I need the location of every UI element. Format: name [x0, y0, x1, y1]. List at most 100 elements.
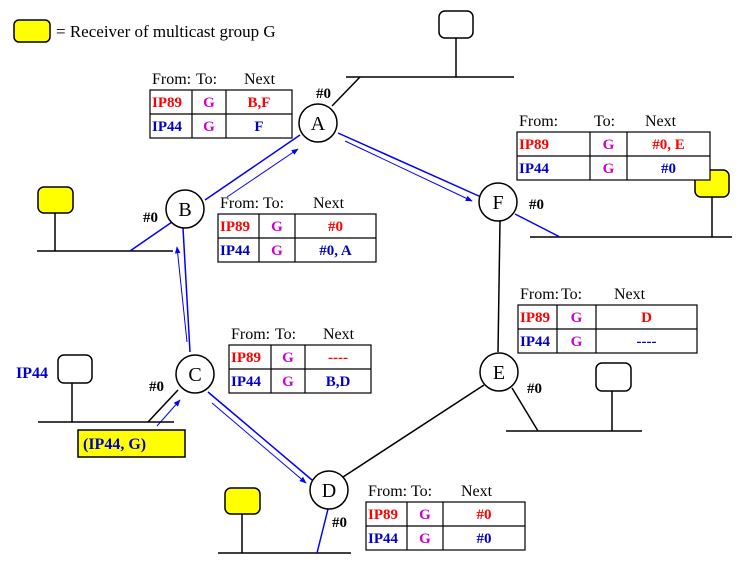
- table-C-row-1-to: G: [282, 374, 294, 390]
- table-C-row-0-to: G: [282, 350, 294, 366]
- table-A-header-from: From:: [152, 71, 191, 88]
- iface-C: #0: [149, 379, 164, 395]
- router-C-label: C: [188, 364, 201, 386]
- flow-arrow-B-A: [226, 148, 299, 198]
- table-D-row-0-next: #0: [477, 507, 492, 523]
- table-F-row-1-from: IP44: [519, 161, 550, 177]
- iface-F: #0: [529, 197, 544, 213]
- table-F-row-1-to: G: [603, 161, 615, 177]
- table-D-header-from: From:: [368, 483, 407, 500]
- table-C-header-from: From:: [231, 326, 270, 343]
- table-C-row-0-from: IP89: [231, 350, 261, 366]
- host-B-receiver: [37, 186, 74, 214]
- link-A-segment: [331, 76, 361, 107]
- table-F-row-1-next: #0: [661, 161, 676, 177]
- host-C-label: IP44: [16, 365, 48, 382]
- link-F-segment: [514, 213, 561, 238]
- table-A-row-1-next: F: [254, 119, 263, 135]
- router-B-label: B: [178, 199, 191, 221]
- router-A: A: [298, 103, 338, 143]
- router-E-label: E: [493, 362, 505, 384]
- router-B: B: [165, 189, 205, 229]
- host-A: [438, 10, 474, 39]
- table-D-row-0-from: IP89: [368, 507, 398, 523]
- iface-E: #0: [527, 381, 542, 397]
- table-A-header-to: To:: [196, 71, 217, 88]
- table-D-row-1-from: IP44: [368, 531, 399, 547]
- link-C-B: [182, 227, 191, 353]
- table-C-row-1-from: IP44: [231, 374, 262, 390]
- table-B-row-0-next: #0: [328, 219, 343, 235]
- flow-arrow-C-D: [211, 402, 307, 484]
- table-F-row-0-from: IP89: [519, 137, 549, 153]
- iface-A: #0: [316, 86, 331, 102]
- table-E-header-from: From:: [520, 286, 559, 303]
- iface-B: #0: [143, 210, 158, 226]
- table-F-header-to: To:: [594, 113, 615, 130]
- table-C-header-to: To:: [275, 326, 296, 343]
- table-F-row-0-next: #0, E: [652, 137, 685, 153]
- table-F-header-next: Next: [645, 113, 677, 130]
- host-D-receiver: [224, 487, 261, 515]
- link-B-A: [204, 134, 301, 201]
- flow-arrow-C-B: [174, 246, 188, 343]
- table-A-row-1-to: G: [203, 119, 215, 135]
- table-C-row-0-next: ----: [328, 350, 348, 366]
- link-D-E: [342, 384, 485, 478]
- link-E-segment: [511, 387, 539, 432]
- iface-D: #0: [332, 515, 347, 531]
- table-E-row-1-from: IP44: [520, 334, 551, 350]
- table-D-header-to: To:: [411, 483, 432, 500]
- table-B-row-1-next: #0, A: [319, 243, 352, 259]
- table-B-row-1-to: G: [271, 243, 283, 259]
- table-A-row-1-from: IP44: [152, 119, 183, 135]
- router-F: F: [478, 182, 518, 222]
- table-E-row-0-next: D: [641, 310, 652, 326]
- router-E: E: [479, 352, 519, 392]
- table-E-row-0-to: G: [571, 310, 583, 326]
- table-A-row-0-next: B,F: [248, 95, 271, 111]
- table-A-row-0-from: IP89: [152, 95, 182, 111]
- link-E-F: [497, 220, 501, 353]
- link-C-segment: [147, 389, 179, 423]
- table-B-row-0-to: G: [271, 219, 283, 235]
- table-D-row-0-to: G: [419, 507, 431, 523]
- table-B-row-0-from: IP89: [220, 219, 250, 235]
- legend-receiver-box: [13, 19, 51, 43]
- table-D-row-1-next: #0: [477, 531, 492, 547]
- table-D-header-next: Next: [461, 483, 493, 500]
- link-D-segment: [316, 508, 329, 554]
- table-B-header-to: To:: [263, 195, 284, 212]
- link-B-segment: [129, 221, 173, 252]
- host-C: [57, 354, 93, 384]
- table-E-row-0-from: IP89: [520, 310, 550, 326]
- router-F-label: F: [492, 192, 503, 214]
- table-E-row-1-to: G: [571, 334, 583, 350]
- table-A-header-next: Next: [244, 71, 276, 88]
- table-C-header-next: Next: [323, 326, 355, 343]
- router-D: D: [309, 470, 349, 510]
- flow-arrow-A-F: [344, 140, 473, 202]
- link-C-D: [207, 391, 313, 481]
- router-C: C: [175, 354, 215, 394]
- link-A-F: [337, 132, 482, 198]
- packet-label: (IP44, G): [83, 436, 146, 453]
- table-E-header-next: Next: [614, 286, 646, 303]
- table-F-row-0-to: G: [603, 137, 615, 153]
- router-D-label: D: [322, 480, 336, 502]
- table-E-header-to: To:: [561, 286, 582, 303]
- table-C-row-1-next: B,D: [326, 374, 351, 390]
- table-E-row-1-next: ----: [637, 334, 657, 350]
- table-F-header-from: From:: [519, 113, 558, 130]
- host-E: [595, 362, 632, 392]
- packet-box: [77, 429, 186, 458]
